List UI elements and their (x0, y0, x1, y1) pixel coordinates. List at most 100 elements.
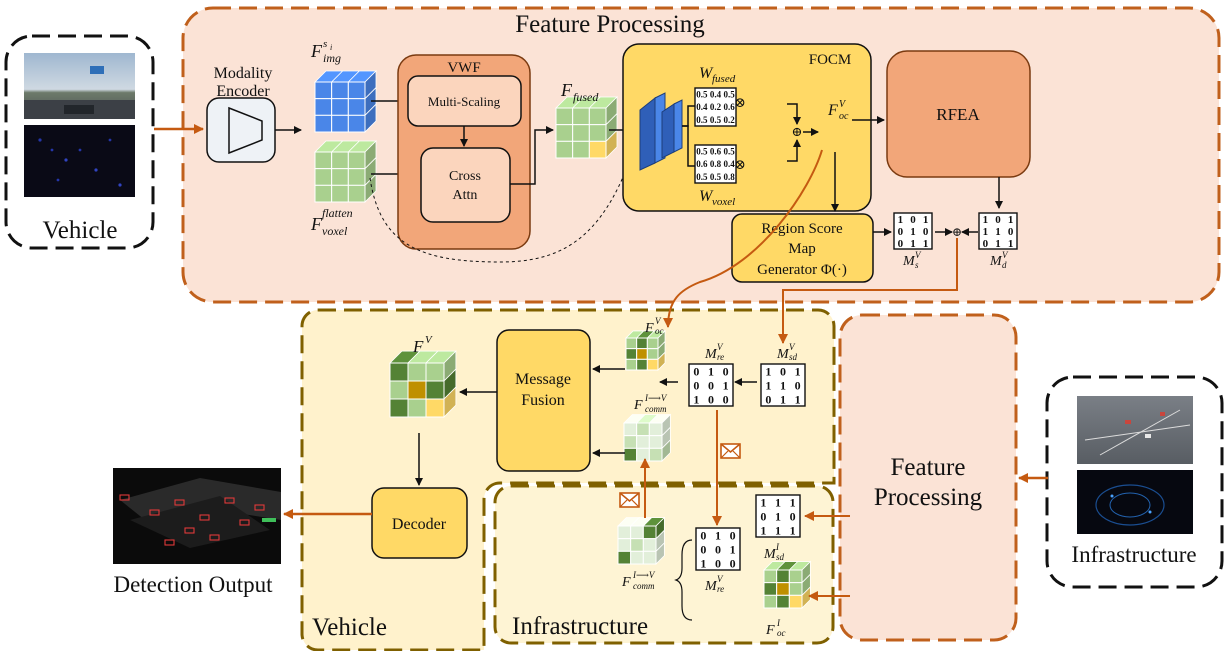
matrix-cell: 0.8 (710, 159, 722, 169)
matrix-cell: 0.4 (724, 159, 736, 169)
matrix-cell: 0 (765, 392, 771, 406)
matrix-cell: 0 (898, 226, 904, 238)
f-oc-vehicle-cube (625, 329, 667, 371)
matrix-cell: 1 (790, 495, 796, 509)
matrix-cell: 0 (790, 509, 796, 523)
m-sd-infra-symbol: M I sd (763, 542, 785, 562)
m-s-symbol: M V s (902, 250, 922, 270)
detection-box (199, 514, 210, 521)
rfea-module (886, 50, 1031, 178)
matrix-cell: 1 (708, 364, 714, 378)
region-score-label-2: Map (788, 241, 816, 257)
foc-to-vehicle-foc-arrow (663, 149, 823, 328)
matrix-cell: 1 (795, 392, 801, 406)
detection-output-image (113, 468, 281, 564)
matrix-cell: 0.4 (696, 102, 708, 112)
detection-output-label: Detection Output (113, 572, 273, 597)
matrix-cell: 1 (775, 495, 781, 509)
f-v-symbol: F V (412, 334, 433, 356)
vehicle-container-label: Vehicle (312, 614, 387, 641)
matrix-cell: 0 (708, 378, 714, 392)
svg-text:s: s (323, 38, 327, 50)
matrix-cell: 1 (765, 364, 771, 378)
matrix-cell: 1 (923, 238, 929, 250)
matrix-cell: 0 (723, 364, 729, 378)
svg-text:M: M (704, 579, 718, 594)
svg-text:V: V (425, 334, 433, 346)
f-v-cube (389, 350, 457, 418)
svg-text:oc: oc (839, 111, 849, 122)
svg-text:sd: sd (789, 352, 798, 362)
matrix-cell: 0.8 (724, 172, 736, 182)
infrastructure-lidar-image (1077, 470, 1193, 534)
matrix-cell: 0.5 (710, 115, 722, 125)
matrix-cell: 1 (898, 214, 904, 226)
matrix-cell: 1 (983, 214, 989, 226)
matrix-cell: 1 (995, 238, 1001, 250)
svg-text:V: V (915, 250, 922, 260)
infra-feature-processing-line2: Processing (874, 484, 983, 511)
svg-text:comm: comm (633, 581, 655, 591)
multi-scaling-label: Multi-Scaling (428, 94, 501, 109)
matrix-cell: 0.5 (710, 172, 722, 182)
focm-label: FOCM (809, 52, 852, 68)
matrix-cell: 1 (723, 378, 729, 392)
matrix-cell: 0 (700, 528, 706, 542)
f-oc-vehicle-symbol: F V oc (644, 316, 664, 336)
matrix-cell: 0.5 (696, 90, 708, 100)
svg-text:F: F (827, 102, 838, 119)
message-fusion-label-1: Message (515, 371, 571, 388)
svg-text:re: re (717, 352, 724, 362)
vehicle-camera-image (24, 53, 135, 119)
matrix-cell: 0.6 (710, 147, 722, 157)
svg-text:F: F (633, 398, 643, 413)
vwf-label: VWF (447, 60, 480, 76)
svg-text:F: F (412, 337, 424, 356)
matrix-cell: 0 (693, 364, 699, 378)
matrix-cell: 0 (910, 214, 916, 226)
matrix-cell: 1 (730, 542, 736, 556)
infra-feature-processing-container (838, 313, 1018, 642)
detection-box (119, 494, 130, 501)
conv-block-icon (639, 92, 683, 171)
matrix-cell: 0.5 (696, 147, 708, 157)
matrix-cell: 0 (723, 392, 729, 406)
focm-module (622, 43, 872, 212)
message-fusion-module (496, 329, 591, 472)
svg-text:comm: comm (645, 404, 667, 414)
matrix-cell: 1 (910, 238, 916, 250)
matrix-cell: 1 (1008, 214, 1014, 226)
matrix-cell: 0 (715, 542, 721, 556)
svg-text:fused: fused (573, 90, 599, 104)
svg-text:F: F (621, 575, 631, 590)
svg-text:flatten: flatten (322, 206, 353, 220)
message-envelope-icon (619, 492, 640, 508)
region-score-label-1: Region Score (761, 221, 843, 237)
svg-text:V: V (1002, 250, 1009, 260)
top-branch-to-sum (787, 103, 801, 125)
matrix-cell: 0.4 (710, 90, 722, 100)
svg-text:F: F (644, 321, 654, 336)
f-fused-cube (555, 96, 618, 159)
f-oc-symbol: F V oc (827, 99, 849, 122)
cross-attn-box (420, 147, 511, 223)
svg-text:M: M (776, 347, 790, 362)
decoder-label: Decoder (392, 516, 447, 533)
detection-box (209, 534, 220, 541)
matrix-cell: 0 (780, 364, 786, 378)
matrix-cell: 0.2 (710, 102, 722, 112)
matrix-cell: 1 (760, 523, 766, 537)
svg-text:oc: oc (655, 326, 664, 336)
matrix-cell: 0 (700, 542, 706, 556)
matrix-cell: 1 (1008, 238, 1014, 250)
otimes-bottom-icon: ⊗ (734, 158, 746, 173)
matrix-cell: 0.5 (696, 115, 708, 125)
oplus-mask-icon: ⊕ (952, 225, 962, 239)
svg-text:i: i (330, 43, 332, 52)
m-sd-vehicle-symbol: M V sd (776, 342, 798, 362)
infra-feature-processing-line1: Feature (891, 454, 966, 481)
